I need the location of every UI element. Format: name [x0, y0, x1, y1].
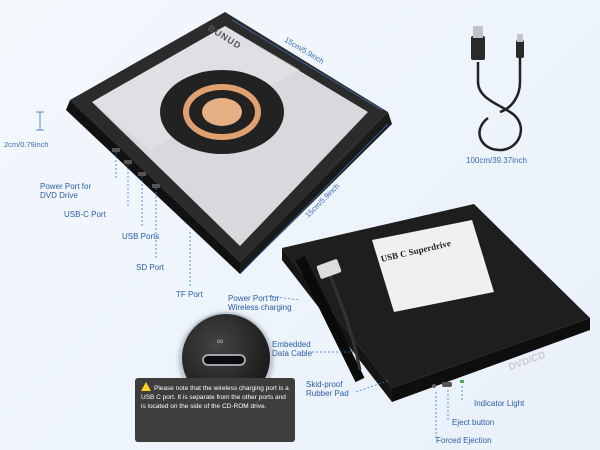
callout-usb-c-port: USB-C Port	[64, 210, 106, 219]
wireless-port-note: Please note that the wireless charging p…	[135, 378, 295, 442]
indicator-light	[460, 380, 464, 383]
callout-rubber-pad: Skid-proof Rubber Pad	[306, 380, 349, 399]
callout-power-port-dvd: Power Port for DVD Drive	[40, 182, 92, 201]
connector-icon: ∞	[217, 336, 224, 346]
callout-power-port-wireless: Power Port for Wireless charging	[228, 294, 292, 313]
usb-c-port-icon	[202, 354, 246, 366]
callout-indicator-light: Indicator Light	[474, 399, 525, 408]
callout-sd-port: SD Port	[136, 263, 165, 272]
forced-eject-hole	[432, 384, 436, 388]
note-text: Please note that the wireless charging p…	[141, 385, 289, 410]
callout-tf-port: TF Port	[176, 290, 203, 299]
callout-usb-ports: USB Ports	[122, 232, 160, 241]
height-dimension: 2cm/0.79inch	[4, 140, 49, 149]
eject-button	[442, 382, 452, 387]
callout-embedded-cable: Embedded Data Cable	[272, 340, 313, 359]
callout-eject-button: Eject button	[452, 418, 495, 427]
callout-forced-ejection: Forced Ejection	[436, 436, 492, 445]
cable-length: 100cm/39.37inch	[466, 156, 527, 165]
warning-icon	[141, 382, 151, 391]
